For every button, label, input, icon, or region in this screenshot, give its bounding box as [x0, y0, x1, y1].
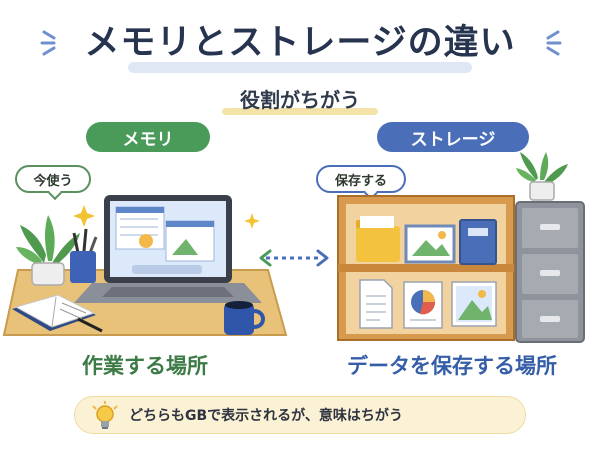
storage-bubble-text: 保存する — [334, 173, 387, 189]
plant-icon — [516, 152, 568, 201]
memory-desk-illustration — [2, 195, 288, 336]
memory-bubble-text: 今使う — [33, 173, 73, 189]
pen-cup-icon — [70, 228, 98, 283]
sparkle-lines-right-icon — [546, 30, 562, 56]
photo-frame-icon — [404, 224, 456, 264]
sparkle-icon — [244, 213, 260, 229]
storage-label: ストレージ — [377, 122, 529, 152]
memory-caption: 作業する場所 — [82, 354, 208, 378]
sparkle-icon — [73, 205, 95, 227]
binder-icon — [459, 219, 497, 265]
title-underline — [128, 62, 472, 73]
subtitle-underline — [222, 108, 378, 115]
tip-text: どちらもGBで表示されるが、意味はちがう — [129, 408, 403, 424]
coffee-mug-icon — [224, 301, 265, 335]
memory-label: メモリ — [86, 122, 210, 152]
lightbulb-icon — [92, 401, 118, 429]
storage-shelf-illustration — [337, 152, 585, 343]
plant-icon — [16, 215, 80, 286]
image-file-icon — [451, 281, 497, 327]
storage-caption: データを保存する場所 — [347, 354, 557, 378]
notebook-icon — [12, 294, 103, 333]
sparkle-lines-left-icon — [40, 30, 56, 56]
page-title: メモリとストレージの違い — [84, 23, 516, 63]
laptop-icon — [74, 195, 262, 303]
document-icon — [359, 279, 393, 329]
double-arrow-icon — [259, 249, 329, 267]
folder-icon — [356, 216, 400, 262]
tip-banner: どちらもGBで表示されるが、意味はちがう — [74, 396, 526, 434]
filing-cabinet-icon — [515, 201, 585, 343]
storage-bubble: 保存する — [316, 165, 406, 193]
pie-chart-document-icon — [403, 281, 443, 329]
page-subtitle: 役割がちがう — [240, 88, 360, 112]
